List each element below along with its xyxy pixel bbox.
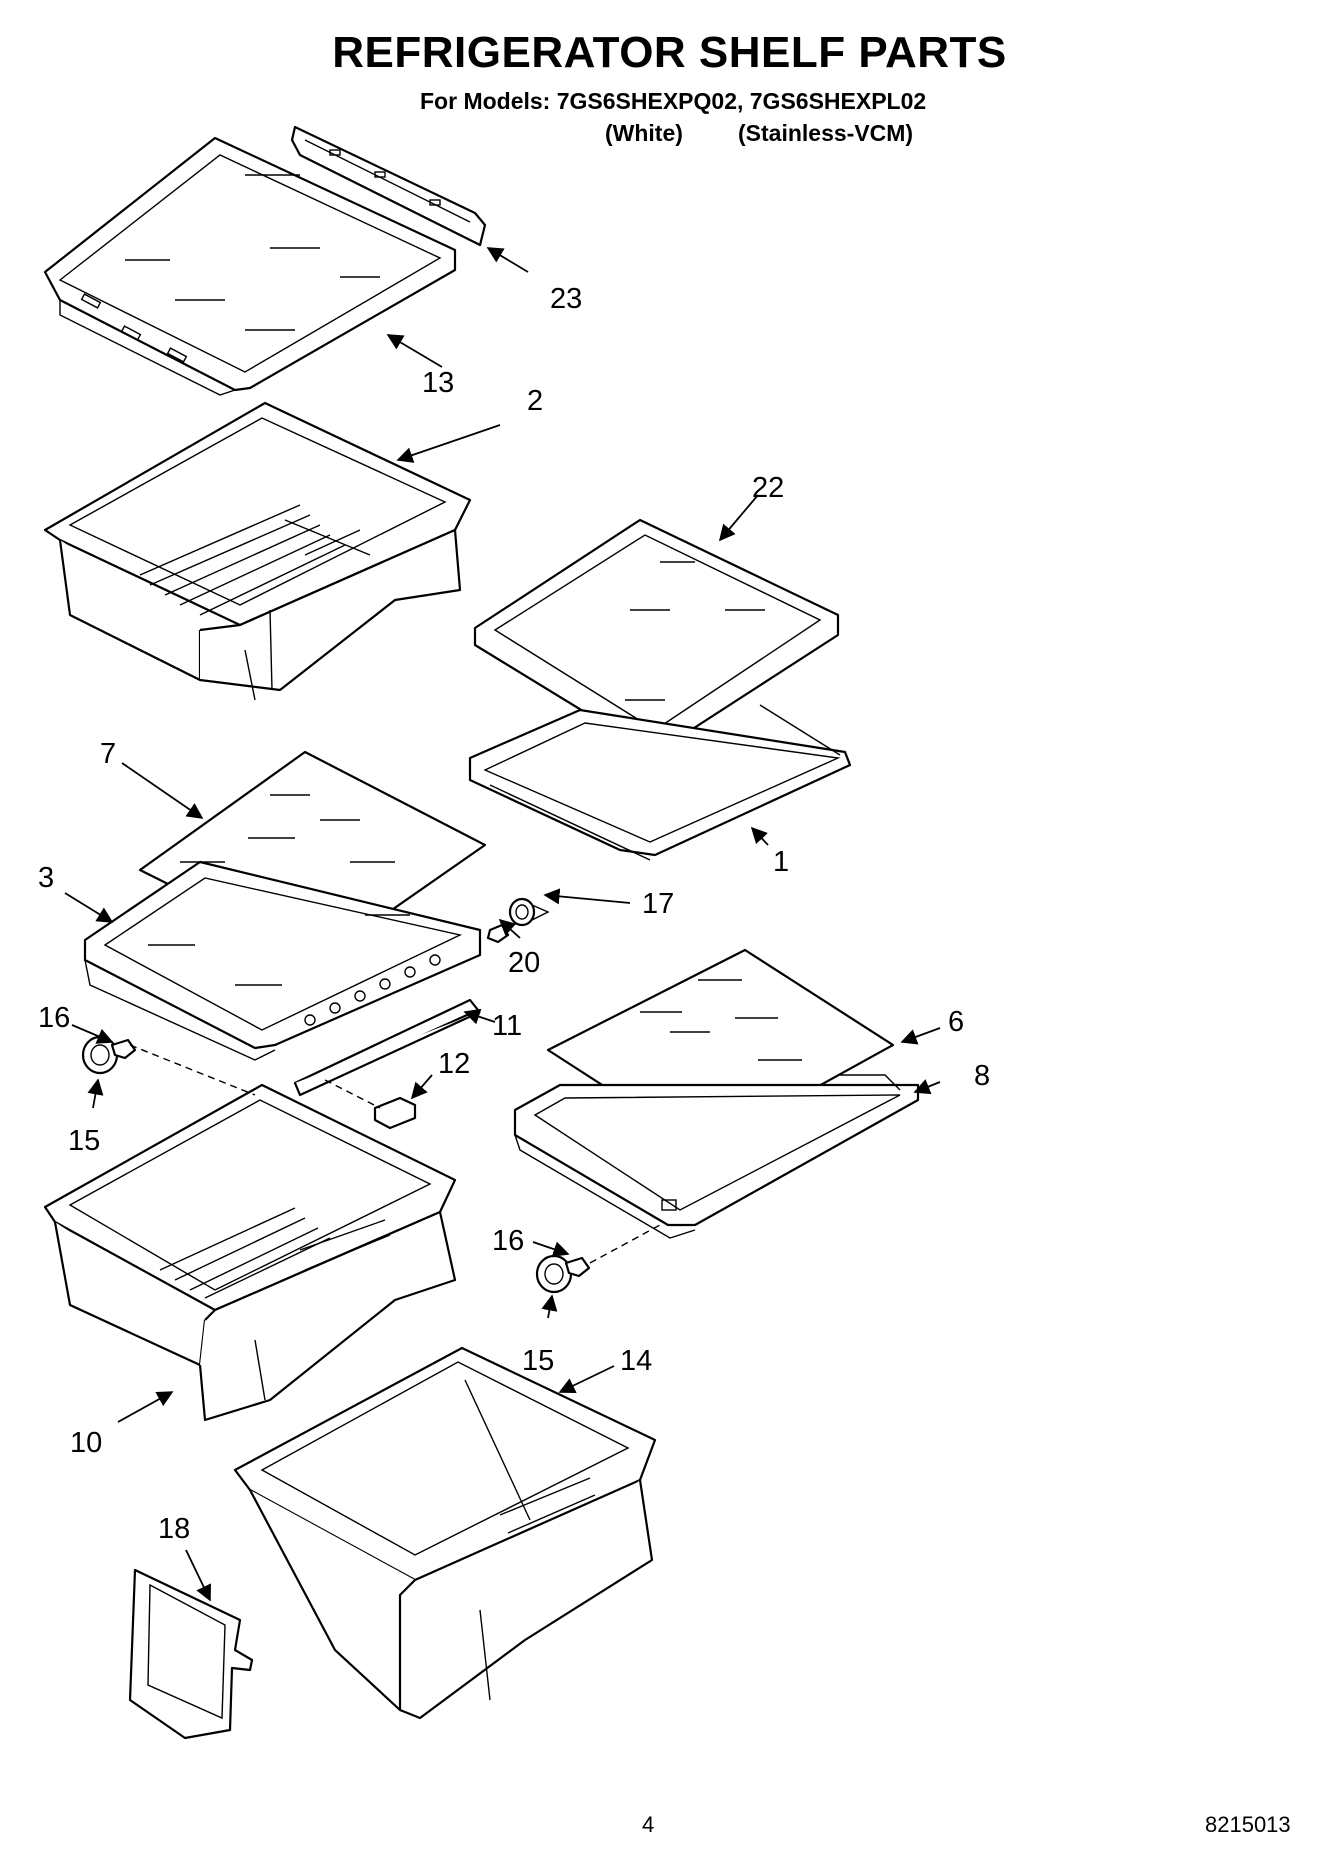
leader-lines xyxy=(64,247,941,1602)
callout-16-left: 16 xyxy=(38,1002,70,1034)
callout-15-right: 15 xyxy=(522,1345,554,1377)
part-12-clip xyxy=(373,1096,417,1130)
part-3-shelf-frame xyxy=(83,860,482,1061)
page-number: 4 xyxy=(642,1812,655,1837)
callout-16-right: 16 xyxy=(492,1225,524,1257)
part-16-screw-right xyxy=(564,1256,591,1278)
model-list: For Models: 7GS6SHEXPQ02, 7GS6SHEXPL02 xyxy=(420,88,927,114)
callout-15-left: 15 xyxy=(68,1125,100,1157)
callout-14: 14 xyxy=(620,1345,652,1377)
part-22-glass-shelf xyxy=(473,518,840,754)
callout-12: 12 xyxy=(438,1048,470,1080)
part-15-knob-left xyxy=(81,1035,119,1075)
page-title: REFRIGERATOR SHELF PARTS xyxy=(332,28,1007,77)
part-23-rear-rail xyxy=(290,125,487,247)
part-14-bottom-drawer xyxy=(233,1346,657,1720)
part-1-shelf-frame xyxy=(468,704,852,861)
callout-6: 6 xyxy=(948,1006,964,1038)
callout-8: 8 xyxy=(974,1060,990,1092)
callout-3: 3 xyxy=(38,862,54,894)
callout-10: 10 xyxy=(70,1427,102,1459)
part-13-glass-shelf xyxy=(43,136,457,396)
callout-7: 7 xyxy=(100,738,116,770)
variant-stainless: (Stainless-VCM) xyxy=(738,120,914,146)
part-15-knob-right xyxy=(535,1254,573,1294)
part-18-label-card xyxy=(128,1568,254,1740)
callout-13: 13 xyxy=(422,367,454,399)
part-20-screw xyxy=(486,923,510,944)
part-8-shelf-frame xyxy=(513,1074,920,1239)
callout-22: 22 xyxy=(752,472,784,504)
part-10-crisper-drawer xyxy=(43,1083,457,1422)
part-11-bracket xyxy=(293,998,481,1097)
callout-20: 20 xyxy=(508,947,540,979)
part-17-stud xyxy=(508,897,550,927)
part-2-crisper-drawer xyxy=(43,401,472,701)
callout-18: 18 xyxy=(158,1513,190,1545)
callout-1: 1 xyxy=(773,846,789,878)
callout-11: 11 xyxy=(492,1010,522,1042)
document-number: 8215013 xyxy=(1205,1812,1291,1837)
callout-17: 17 xyxy=(642,888,674,920)
part-16-screw-left xyxy=(110,1038,137,1060)
callout-2: 2 xyxy=(527,385,543,417)
variant-white: (White) xyxy=(605,120,683,146)
callout-labels: 23 13 2 22 7 1 3 17 20 16 11 6 12 8 15 1… xyxy=(38,283,990,1545)
assembly-dashed-lines xyxy=(129,1044,661,1264)
callout-23: 23 xyxy=(550,283,582,315)
